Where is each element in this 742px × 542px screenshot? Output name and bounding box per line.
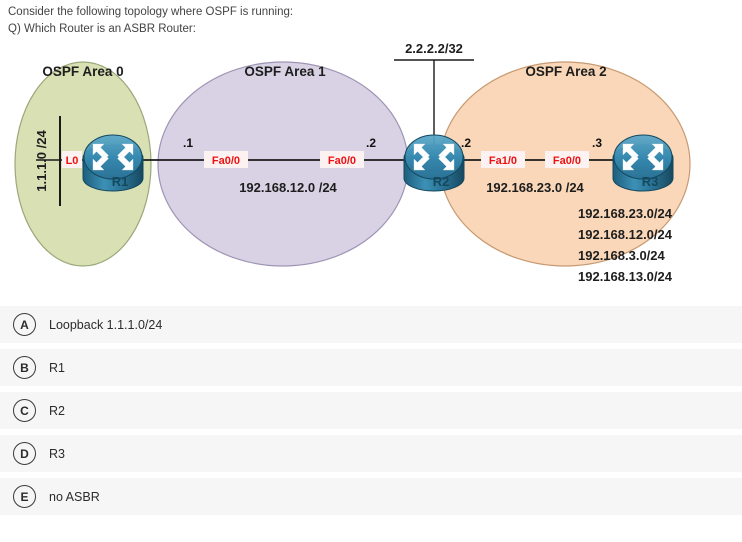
link-r2-r3-left-iface: Fa1/0 <box>489 155 517 167</box>
option-label-c: R2 <box>49 403 65 418</box>
route-list-item-3: 192.168.3.0/24 <box>578 248 666 263</box>
option-label-e: no ASBR <box>49 489 100 504</box>
ospf-area-1-label: OSPF Area 1 <box>244 64 326 79</box>
link-r1-r2-left-dot: .1 <box>183 136 193 150</box>
link-r2-r3-right-iface: Fa0/0 <box>553 155 581 167</box>
question-line-2: Q) Which Router is an ASBR Router: <box>8 23 196 35</box>
question-line-1: Consider the following topology where OS… <box>8 6 294 18</box>
question-header: Consider the following topology where OS… <box>8 4 708 38</box>
link-r1-r2-right-dot: .2 <box>366 136 376 150</box>
option-letter-c: C <box>13 399 36 422</box>
link-r2-r3-network: 192.168.23.0 /24 <box>486 180 584 195</box>
loopback-l0-label: L0 <box>66 155 79 167</box>
ospf-area-0-label: OSPF Area 0 <box>42 64 123 79</box>
option-label-a: Loopback 1.1.1.0/24 <box>49 317 163 332</box>
link-r2-r3-right-dot: .3 <box>592 136 602 150</box>
link-r2-r3-left-dot: .2 <box>461 136 471 150</box>
route-list-item-4: 192.168.13.0/24 <box>578 269 673 284</box>
link-r2-r3-left-iface-bg <box>481 151 525 168</box>
loopback-2222-label: 2.2.2.2/32 <box>405 41 463 56</box>
option-letter-b: B <box>13 356 36 379</box>
router-r1-label: R1 <box>112 174 129 189</box>
link-r1-r2-right-iface: Fa0/0 <box>328 155 356 167</box>
ospf-area-1-ellipse <box>157 61 409 267</box>
route-list-item-1: 192.168.23.0/24 <box>578 206 673 221</box>
option-letter-d: D <box>13 442 36 465</box>
link-r1-r2-network: 192.168.12.0 /24 <box>239 180 337 195</box>
loopback-l0-label-bg <box>62 151 82 168</box>
option-letter-e: E <box>13 485 36 508</box>
answer-options-list: A Loopback 1.1.1.0/24 B R1 C R2 D R3 E n… <box>0 306 742 521</box>
option-row-c[interactable]: C R2 <box>0 392 742 429</box>
option-label-d: R3 <box>49 446 65 461</box>
topology-diagram: OSPF Area 0 OSPF Area 1 OSPF Area 2 1.1.… <box>0 36 742 304</box>
loopback-l0-network-label: 1.1.1.0 /24 <box>34 130 49 192</box>
link-r1-r2-left-iface: Fa0/0 <box>212 155 240 167</box>
loopback-l0-network-text: 1.1.1.0 /24 <box>34 130 49 192</box>
link-r1-r2-left-iface-bg <box>204 151 248 168</box>
option-row-a[interactable]: A Loopback 1.1.1.0/24 <box>0 306 742 343</box>
option-label-b: R1 <box>49 360 65 375</box>
router-r3-label: R3 <box>642 174 659 189</box>
link-r2-r3-right-iface-bg <box>545 151 589 168</box>
option-row-d[interactable]: D R3 <box>0 435 742 472</box>
option-row-e[interactable]: E no ASBR <box>0 478 742 515</box>
ospf-area-2-label: OSPF Area 2 <box>525 64 606 79</box>
link-r1-r2-right-iface-bg <box>320 151 364 168</box>
option-row-b[interactable]: B R1 <box>0 349 742 386</box>
option-letter-a: A <box>13 313 36 336</box>
router-r2-label: R2 <box>433 174 450 189</box>
route-list-item-2: 192.168.12.0/24 <box>578 227 673 242</box>
